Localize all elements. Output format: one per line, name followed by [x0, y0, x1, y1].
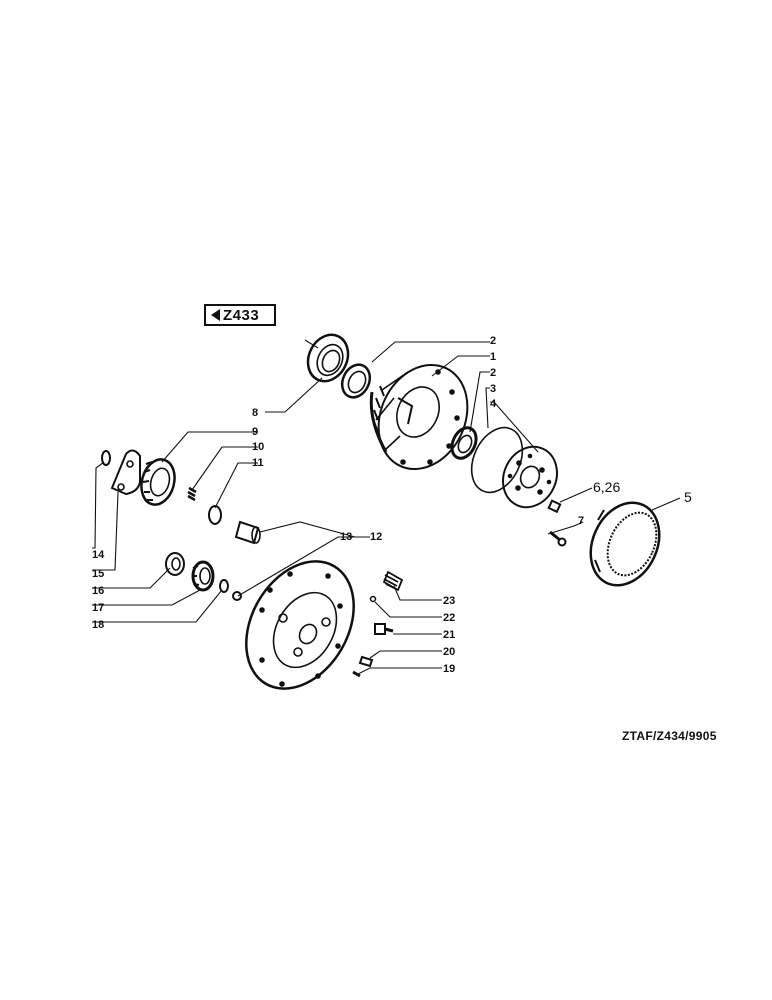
callout-16: 16 — [92, 585, 104, 597]
callout-8: 8 — [252, 407, 258, 419]
seal-ring-part — [306, 333, 350, 383]
callout-12: 12 — [370, 531, 382, 543]
callout-4: 4 — [490, 398, 497, 410]
callout-7: 7 — [578, 515, 584, 527]
callout-20: 20 — [443, 646, 455, 658]
callout-2-top: 2 — [490, 335, 496, 347]
bracket-plate-part — [110, 449, 141, 496]
ring-gear-part — [589, 501, 661, 587]
small-washer-part — [219, 579, 229, 593]
small-screw-part — [352, 670, 361, 678]
leader-lines — [92, 339, 681, 675]
callout-22: 22 — [443, 612, 455, 624]
callout-9: 9 — [252, 426, 258, 438]
cover-plate-part — [245, 560, 355, 690]
o-ring-part — [470, 426, 524, 494]
callout-10: 10 — [252, 441, 264, 453]
reference-page-link[interactable]: Z433 — [204, 304, 276, 326]
hex-bolt-part — [374, 623, 394, 635]
planet-pin-part — [234, 520, 261, 545]
washer-part — [208, 505, 222, 525]
roller-bearing-part — [191, 560, 215, 592]
small-bolt-part — [547, 499, 562, 514]
callout-5: 5 — [684, 489, 692, 505]
callout-13: 13 — [340, 531, 352, 543]
callout-23: 23 — [443, 595, 455, 607]
bearing-part — [340, 363, 372, 399]
callout-2-lower: 2 — [490, 367, 496, 379]
snap-ring-part — [101, 450, 111, 466]
planet-gear-part — [140, 458, 176, 506]
drawing-code: ZTAF/Z434/9905 — [622, 729, 717, 743]
callout-1: 1 — [490, 351, 496, 363]
callout-19: 19 — [443, 663, 455, 675]
left-arrow-icon — [211, 309, 220, 321]
nut-part — [232, 591, 242, 601]
planet-carrier-part — [502, 445, 558, 509]
callout-21: 21 — [443, 629, 455, 641]
callout-14: 14 — [92, 549, 105, 561]
reference-label: Z433 — [223, 306, 260, 324]
ball-part — [369, 595, 377, 603]
callout-labels: 2 1 2 3 4 6,26 5 7 8 9 10 11 13 12 14 15… — [92, 335, 692, 675]
callout-11: 11 — [252, 457, 264, 469]
callout-18: 18 — [92, 619, 104, 631]
inner-bearing-part — [450, 426, 478, 460]
plug-part — [358, 655, 374, 668]
callout-17: 17 — [92, 602, 104, 614]
callout-15: 15 — [92, 568, 104, 580]
hub-housing-part — [369, 363, 469, 471]
callout-3: 3 — [490, 383, 496, 395]
screw-part — [549, 530, 567, 547]
threaded-plug-part — [382, 570, 404, 592]
callout-6-26: 6,26 — [593, 479, 620, 495]
thrust-washer-part — [165, 552, 185, 576]
